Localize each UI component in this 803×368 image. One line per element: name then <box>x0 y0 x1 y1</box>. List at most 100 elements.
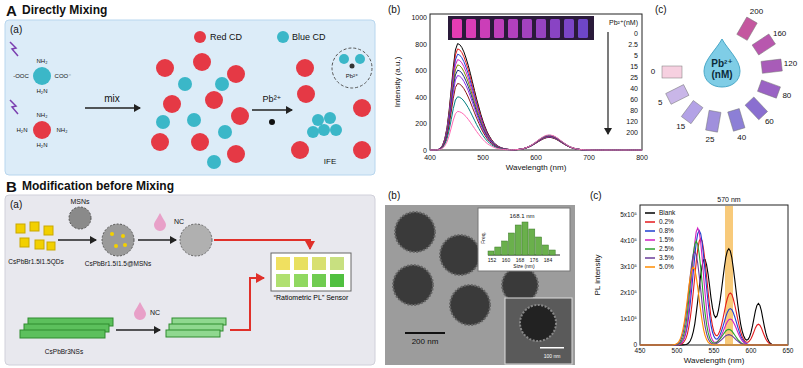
axis-title: Wavelength (nm) <box>506 164 567 172</box>
series-value: 120 <box>626 118 638 125</box>
axis-tick: 1000 <box>411 14 427 21</box>
sensor-box: “Ratiometric PL” Sensor <box>267 252 355 302</box>
msn-sphere <box>69 207 91 229</box>
color-bar <box>330 257 344 270</box>
color-bar <box>330 274 344 287</box>
axis-tick: 450 <box>635 348 646 355</box>
nanosheets <box>20 318 113 338</box>
color-bar <box>294 257 308 270</box>
legend-text: 0.2% <box>658 219 675 226</box>
panel-letter: B <box>6 179 17 194</box>
histogram-bar <box>515 225 521 255</box>
axis-title: Wavelength (nm) <box>684 357 745 365</box>
spectrum-curve <box>430 97 642 150</box>
plot-frame <box>430 14 642 150</box>
scale-bar <box>540 347 564 349</box>
axis-tick: 500 <box>672 348 683 355</box>
subpanel-letter: (c) <box>590 191 602 201</box>
histogram-bar <box>488 251 494 255</box>
vial <box>494 19 504 38</box>
scale-label: 100 nm <box>544 354 561 359</box>
series-value: 80 <box>630 107 638 114</box>
spectrum-curve <box>430 54 642 150</box>
test-strip <box>745 97 767 120</box>
ion-label: Pb²⁺ <box>346 73 359 79</box>
legend-text: 3.5% <box>658 255 675 262</box>
axis-title: Size (nm) <box>513 264 534 269</box>
axis-tick: 152 <box>488 258 496 263</box>
msn-sphere <box>180 224 212 256</box>
series-value: 60 <box>630 96 638 103</box>
strip-value: 120 <box>784 60 797 68</box>
material-label: CsPbBr1.5I1.5QDs <box>8 259 63 266</box>
vial <box>452 19 462 38</box>
tem-particle <box>520 305 556 341</box>
axis-tick: 176 <box>530 258 538 263</box>
legend-text: 5.0% <box>658 264 675 271</box>
histogram-bar <box>508 233 514 255</box>
series-value: 25 <box>630 74 638 81</box>
trend-arrow <box>607 32 608 134</box>
vial <box>578 19 588 38</box>
legend-line <box>645 257 655 259</box>
legend-text: Blank <box>658 210 676 217</box>
nanosheets <box>166 318 226 337</box>
axis-tick: 2x10⁵ <box>620 290 637 297</box>
material-label: NC <box>150 309 160 316</box>
group-label: COO⁻ <box>55 73 72 79</box>
axis-tick: 0 <box>423 147 427 154</box>
vial <box>564 19 574 38</box>
value-label: 168.1 nm <box>509 213 534 219</box>
axis-tick: 184 <box>544 258 552 263</box>
subpanel-letter: (b) <box>388 5 400 15</box>
test-strip <box>758 80 781 98</box>
step-label: mix <box>104 94 120 104</box>
scale-label: 200 nm <box>412 338 439 346</box>
light-bolt <box>10 100 18 114</box>
spectrum-curve <box>430 44 642 150</box>
plot-frame <box>640 205 788 345</box>
panel-title: Modification before Mixing <box>22 180 174 192</box>
vial <box>508 19 518 38</box>
axis-title: Freq. <box>481 232 486 244</box>
material-label: CsPbBr1.5I1.5@MSNs <box>85 261 152 268</box>
axis-tick: 500 <box>477 154 489 161</box>
strip-value: 5 <box>658 99 662 107</box>
color-bar <box>294 274 308 287</box>
strip-value: 25 <box>706 136 715 144</box>
histogram-bar <box>495 247 501 255</box>
cd-result <box>291 48 372 159</box>
group-label: NH₂ <box>37 58 48 64</box>
strip-value: 160 <box>773 30 786 38</box>
series-value: 2.5 <box>628 41 638 48</box>
material-label: NC <box>174 218 184 225</box>
legend-line <box>645 248 655 250</box>
spectrum-curve <box>640 238 788 345</box>
droplet-node: Pb²⁺ (nM) <box>702 38 742 88</box>
subpanel-letter: (a) <box>10 200 22 210</box>
test-strip <box>706 110 721 132</box>
blue-cd <box>33 67 51 85</box>
axis-tick: 800 <box>415 40 427 47</box>
legend-text: Red CD <box>210 33 242 42</box>
spectrum-curve <box>640 241 788 345</box>
red-cd <box>33 121 51 139</box>
strip-value: 15 <box>676 123 685 131</box>
histogram-bar <box>529 229 535 255</box>
nc-drop <box>154 213 166 231</box>
subpanel-letter: (a) <box>10 25 22 35</box>
legend-text: 0.8% <box>658 228 675 235</box>
axis-tick: 1x10⁵ <box>620 316 637 323</box>
strip-value: 80 <box>782 92 791 100</box>
axis-title: PL intensity <box>594 254 602 295</box>
spectrum-curve <box>640 267 788 345</box>
mechanism-label: IFE <box>324 158 336 166</box>
arrow <box>85 107 140 109</box>
spectrum-curve <box>430 111 642 150</box>
arrow <box>58 239 96 240</box>
axis-tick: 5x10⁵ <box>620 212 637 219</box>
vial <box>550 19 560 38</box>
test-strip <box>752 34 775 55</box>
axis-tick: 4x10⁵ <box>620 238 637 245</box>
